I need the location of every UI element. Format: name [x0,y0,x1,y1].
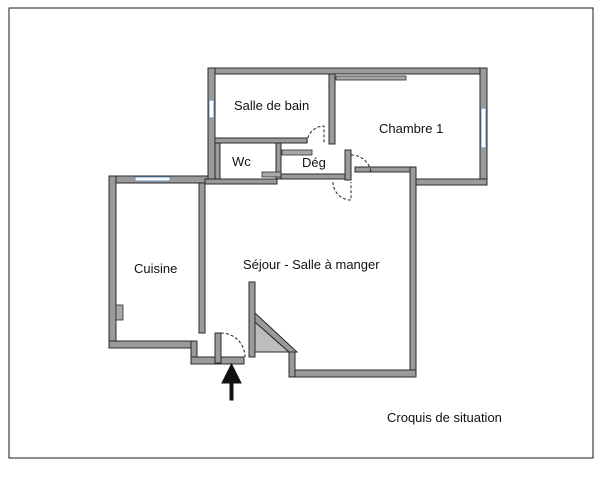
door-bedroom [350,154,372,173]
label-cuisine: Cuisine [134,261,177,276]
wall-top-upper [207,67,487,75]
wall-living-bottom-step [288,351,296,378]
windows [134,99,487,182]
wall-wc-right [275,142,282,180]
door-entrance [220,332,246,358]
label-salle-de-bain: Salle de bain [234,98,309,113]
closet-bar [335,75,407,81]
door-deg-living [332,181,352,201]
door-bathroom [306,125,325,144]
window-kitchen [134,176,171,182]
wall-kitchen-bottom [108,340,198,349]
wall-entry-right [214,332,222,364]
label-degagement: Dég [302,155,326,170]
wall-bedroom-bottom-inner [354,166,416,173]
entrance-arrow-icon [221,362,242,401]
wall-left-bathroom [207,67,216,184]
wc-door-stub [261,171,282,178]
kitchen-appliance [115,304,124,321]
wall-kitchen-right [198,182,206,334]
doors [220,125,372,358]
wall-living-right [409,166,417,378]
wall-living-bottom [289,369,417,378]
drawing-frame [8,7,594,459]
wall-bath-bottom [214,137,308,144]
wall-wc-left [214,142,221,181]
wall-deg-right [344,149,352,181]
window-bedroom [480,107,487,149]
stair-edge [254,311,299,353]
wall-kitchen-left [108,175,117,349]
label-wc: Wc [232,154,251,169]
wall-living-partition [248,281,256,358]
walls [108,67,488,378]
caption: Croquis de situation [387,410,502,425]
label-sejour: Séjour - Salle à manger [243,257,380,272]
wall-deg-bottom [280,173,352,180]
wall-bottom-bedroom [412,178,488,186]
label-chambre: Chambre 1 [379,121,443,136]
wall-bath-bedroom [328,73,336,145]
wall-deg-top [281,149,313,156]
window-bathroom [208,99,215,119]
wall-living-top [204,178,278,185]
